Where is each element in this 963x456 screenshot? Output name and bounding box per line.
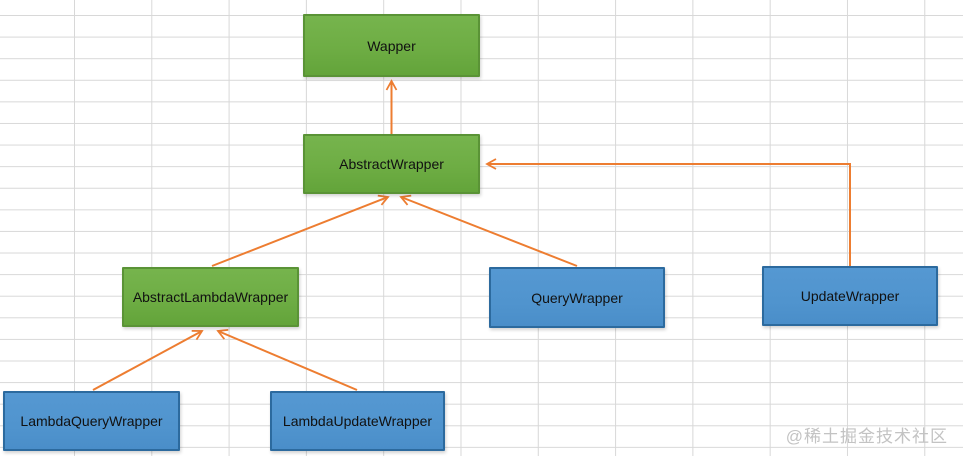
node-abstract-lambda-wrapper: AbstractLambdaWrapper — [122, 267, 299, 327]
node-label: AbstractWrapper — [339, 156, 444, 172]
node-label: UpdateWrapper — [800, 288, 900, 304]
node-label: LambdaUpdateWrapper — [282, 413, 433, 429]
node-lambda-update-wrapper: LambdaUpdateWrapper — [270, 391, 445, 451]
node-label: LambdaQueryWrapper — [20, 413, 163, 429]
node-label: AbstractLambdaWrapper — [132, 289, 289, 305]
arrow-lambdaupdatewrapper-to-abstractlambdawrapper — [216, 329, 358, 391]
arrow-querywrapper-to-abstractwrapper — [399, 194, 578, 267]
arrow-abstractlambdawrapper-to-abstractwrapper — [211, 194, 390, 267]
node-label: Wapper — [367, 37, 416, 54]
node-query-wrapper: QueryWrapper — [489, 267, 665, 328]
watermark: @稀土掘金技术社区 — [785, 427, 948, 446]
node-label: QueryWrapper — [531, 289, 623, 306]
node-wapper: Wapper — [303, 14, 480, 77]
arrow-updatewrapper-to-abstractwrapper — [485, 158, 851, 266]
node-update-wrapper: UpdateWrapper — [762, 266, 938, 326]
arrow-lambdaquerywrapper-to-abstractlambdawrapper — [92, 329, 204, 391]
node-lambda-query-wrapper: LambdaQueryWrapper — [3, 391, 180, 451]
node-abstract-wrapper: AbstractWrapper — [303, 134, 480, 194]
